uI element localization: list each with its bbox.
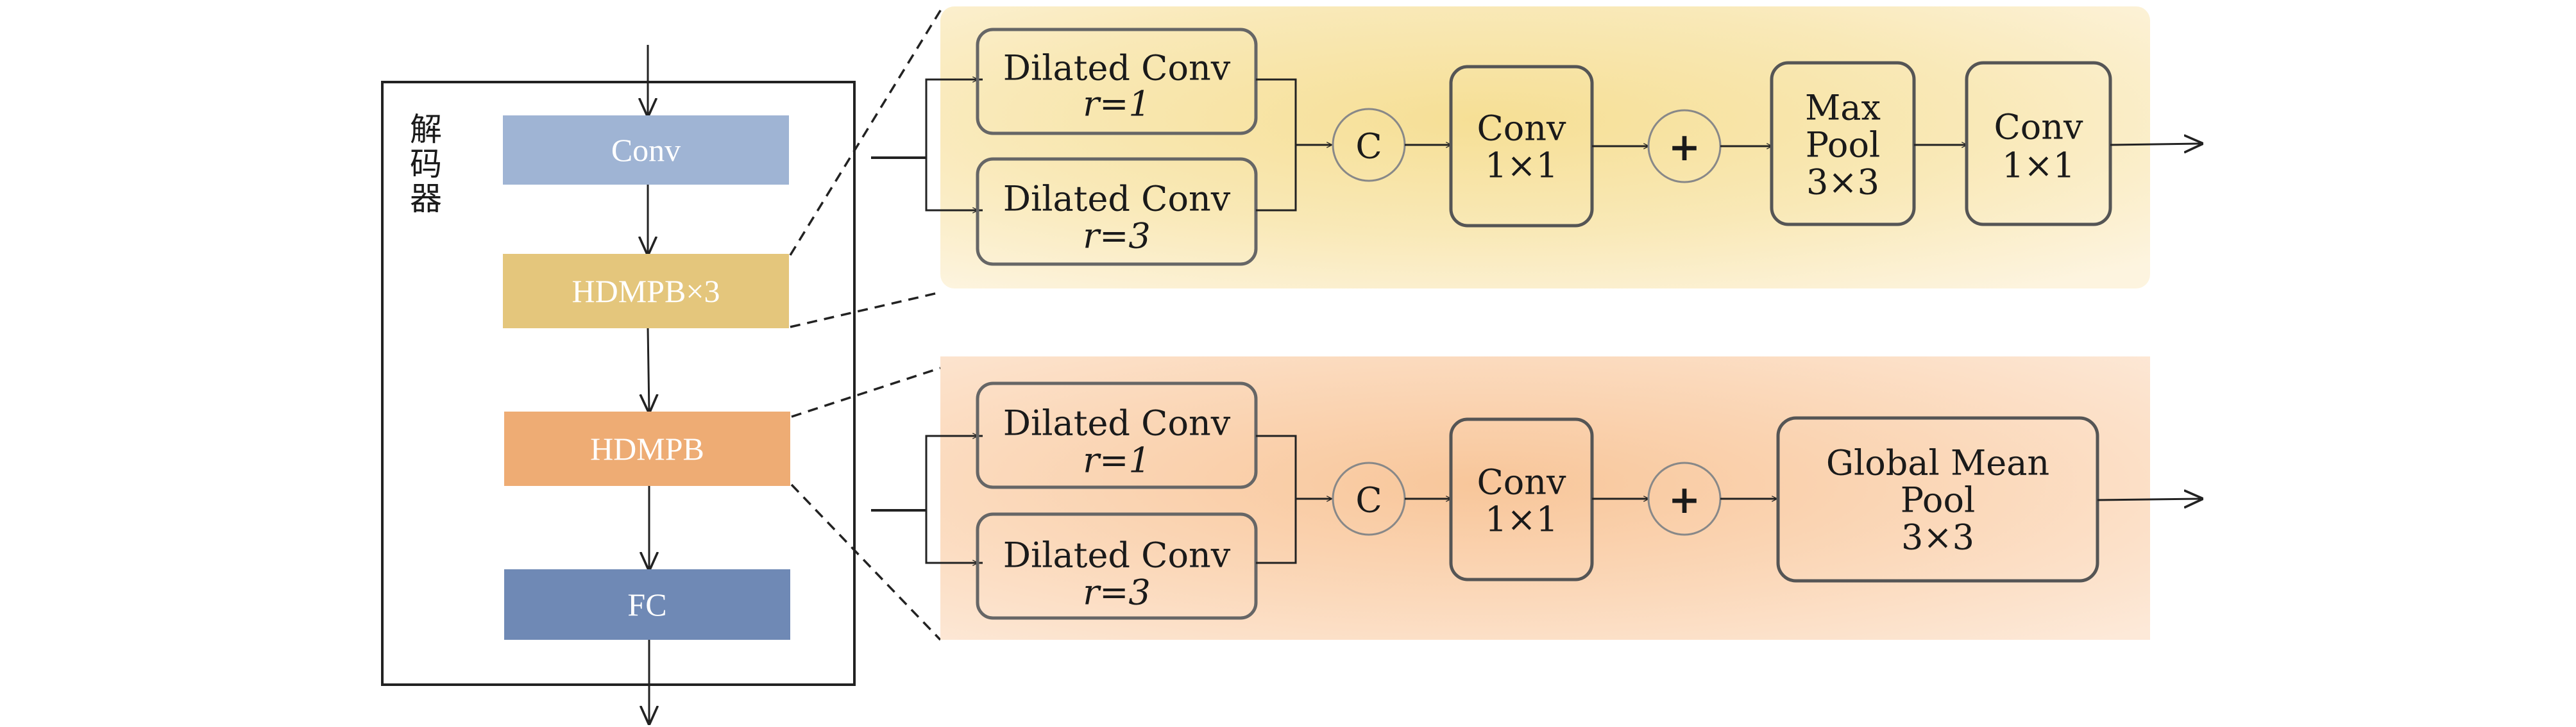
bottom-concat-label: C [1355,480,1382,521]
bottom-dilated-conv-r3-title: Dilated Conv [1003,535,1231,576]
bottom-output-arrow [2097,499,2201,500]
top-dilated-conv-r3-box [976,157,1258,266]
top-dilated-conv-r1-box [976,28,1258,135]
top-dilated-conv-r1[interactable]: Dilated Conv r=1 [976,28,1258,135]
decoder-block-hdmpb[interactable]: HDMPB [504,412,790,486]
top-max-pool[interactable]: Max Pool 3×3 [1770,61,1916,226]
zoom-line-bottom-lower [790,483,942,641]
top-output-arrow [2110,144,2201,145]
decoder-title: 解码器 [405,112,442,216]
top-max-pool-line1: Max [1805,88,1881,128]
bottom-dilated-conv-r1[interactable]: Dilated Conv r=1 [976,381,1258,489]
top-max-pool-line2: Pool [1806,125,1880,165]
decoder-panel: 解码器 Conv HDMPB×3 HDMPB FC [381,45,856,723]
top-branch: Dilated Conv r=1 Dilated Conv r=3 C Conv… [871,6,2201,288]
zoom-line-top-lower [790,291,941,328]
decoder-block-fc[interactable]: FC [504,569,790,640]
decoder-arrow-2 [648,328,649,412]
decoder-block-hdmpb-x3-rect [503,254,789,328]
decoder-block-hdmpb-rect [504,412,790,486]
bottom-global-mean-pool-size: 3×3 [1901,517,1974,558]
decoder-block-fc-label: FC [627,587,666,623]
bottom-add-label: + [1668,478,1700,522]
bottom-global-mean-pool-line1: Global Mean [1826,443,2049,483]
top-dilated-conv-r3[interactable]: Dilated Conv r=3 [976,157,1258,266]
bottom-dilated-conv-r3-box [976,512,1258,620]
decoder-block-hdmpb-x3[interactable]: HDMPB×3 [503,254,789,328]
bottom-conv1x1-title: Conv [1477,462,1566,503]
top-max-pool-size: 3×3 [1806,162,1879,203]
top-add-label: + [1668,125,1700,170]
top-dilated-conv-r1-param: r=1 [1083,84,1150,124]
top-branch-background [940,6,2150,288]
top-conv1x1-b-size: 1×1 [2002,146,2075,186]
decoder-block-hdmpb-label: HDMPB [590,431,704,467]
top-conv1x1-a-title: Conv [1477,108,1566,149]
top-conv1x1-b-box [1965,61,2112,226]
decoder-block-conv-rect [503,115,789,185]
zoom-line-bottom-upper [791,367,941,418]
bottom-dilated-conv-r3-param: r=3 [1083,572,1150,613]
bottom-conv1x1-size: 1×1 [1485,499,1558,540]
top-conv1x1-b-title: Conv [1994,107,2083,147]
top-conv1x1-b[interactable]: Conv 1×1 [1965,61,2112,226]
top-conv1x1-a[interactable]: Conv 1×1 [1449,65,1594,228]
top-dilated-conv-r3-title: Dilated Conv [1003,179,1231,219]
top-conv1x1-a-size: 1×1 [1485,146,1558,186]
bottom-branch: Dilated Conv r=1 Dilated Conv r=3 C Conv… [871,356,2201,640]
bottom-branch-background [940,356,2150,640]
bottom-conv1x1[interactable]: Conv 1×1 [1449,417,1594,581]
top-dilated-conv-r1-title: Dilated Conv [1003,48,1231,88]
bottom-global-mean-pool[interactable]: Global Mean Pool 3×3 [1776,416,2099,583]
bottom-global-mean-pool-line2: Pool [1901,480,1975,521]
bottom-dilated-conv-r1-title: Dilated Conv [1003,403,1231,444]
bottom-dilated-conv-r1-param: r=1 [1083,440,1150,481]
decoder-block-hdmpb-x3-label: HDMPB×3 [572,273,720,309]
zoom-line-top-upper [789,6,944,256]
decoder-block-fc-rect [504,569,790,640]
top-max-pool-box [1770,61,1916,226]
top-dilated-conv-r3-param: r=3 [1083,216,1150,256]
zoom-lines [789,6,944,641]
decoder-block-conv[interactable]: Conv [503,115,789,185]
decoder-block-conv-label: Conv [611,132,681,168]
bottom-dilated-conv-r3[interactable]: Dilated Conv r=3 [976,512,1258,620]
decoder-frame [381,81,856,686]
top-concat-label: C [1355,126,1382,167]
